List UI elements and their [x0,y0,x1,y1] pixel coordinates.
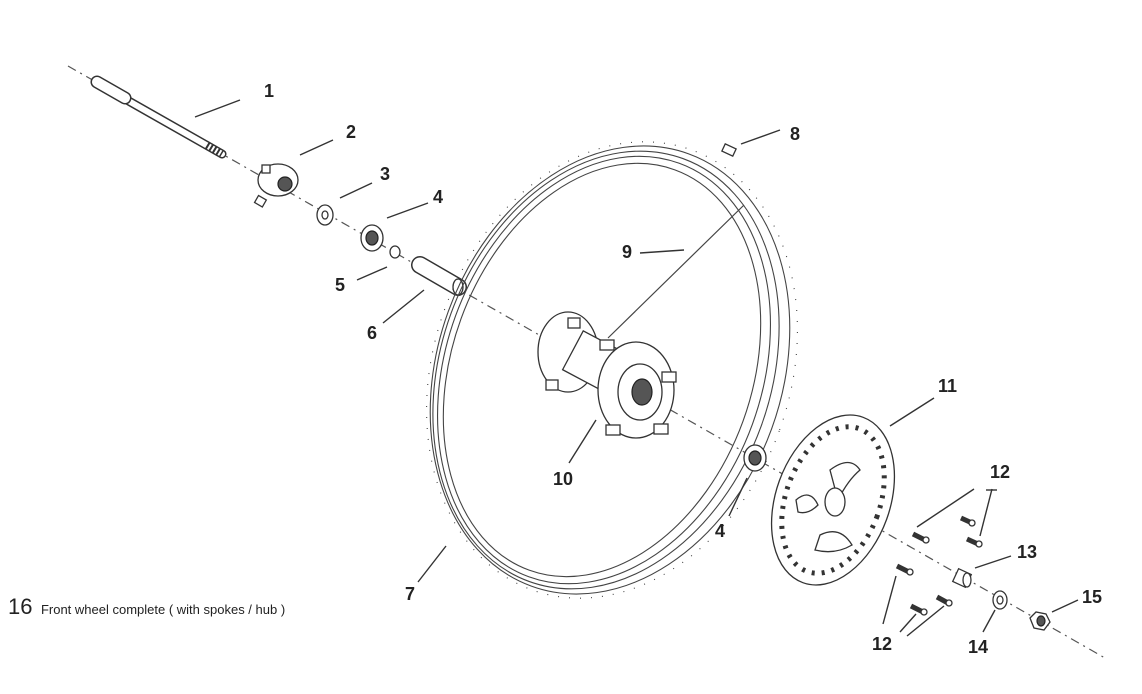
brake-disc-part [770,414,896,586]
axle-nut-part [1029,611,1051,631]
bearing-left-part [360,224,384,252]
callout-2: 2 [346,122,356,142]
callout-1: 1 [264,81,274,101]
callout-10: 10 [553,469,573,489]
spoke-nipple-part [721,142,737,158]
wheel-rim-part [426,141,798,599]
callout-9: 9 [622,242,632,262]
callout-7: 7 [405,584,415,604]
wheel-hub-part [537,311,677,439]
callout-labels: 1 2 3 4 5 6 7 8 9 10 11 4 12 12 13 14 15 [264,81,1102,657]
callout-12-bottom: 12 [872,634,892,654]
callout-14: 14 [968,637,988,657]
callout-4-right: 4 [715,521,725,541]
callout-15: 15 [1082,587,1102,607]
callout-12-top: 12 [990,462,1010,482]
small-spacer-part [951,567,973,589]
callout-8: 8 [790,124,800,144]
washer-right-hole [996,595,1004,605]
callout-11: 11 [938,376,957,396]
leader-lines [194,99,1079,637]
part-caption: 16 Front wheel complete ( with spokes / … [8,594,285,620]
callout-5: 5 [335,275,345,295]
disc-bolts-part [895,515,983,616]
axle-part [90,75,227,159]
callout-3: 3 [380,164,390,184]
callout-6: 6 [367,323,377,343]
washer-hole [321,210,329,220]
small-washer-part [389,245,401,259]
bearing-right-part [743,444,767,472]
speedometer-drive-part [253,163,299,208]
callout-13: 13 [1017,542,1037,562]
caption-number: 16 [8,594,33,619]
callout-4-left: 4 [433,187,443,207]
caption-text: Front wheel complete ( with spokes / hub… [40,602,286,617]
center-axis-line [67,65,1106,659]
spoke-part [607,204,745,339]
